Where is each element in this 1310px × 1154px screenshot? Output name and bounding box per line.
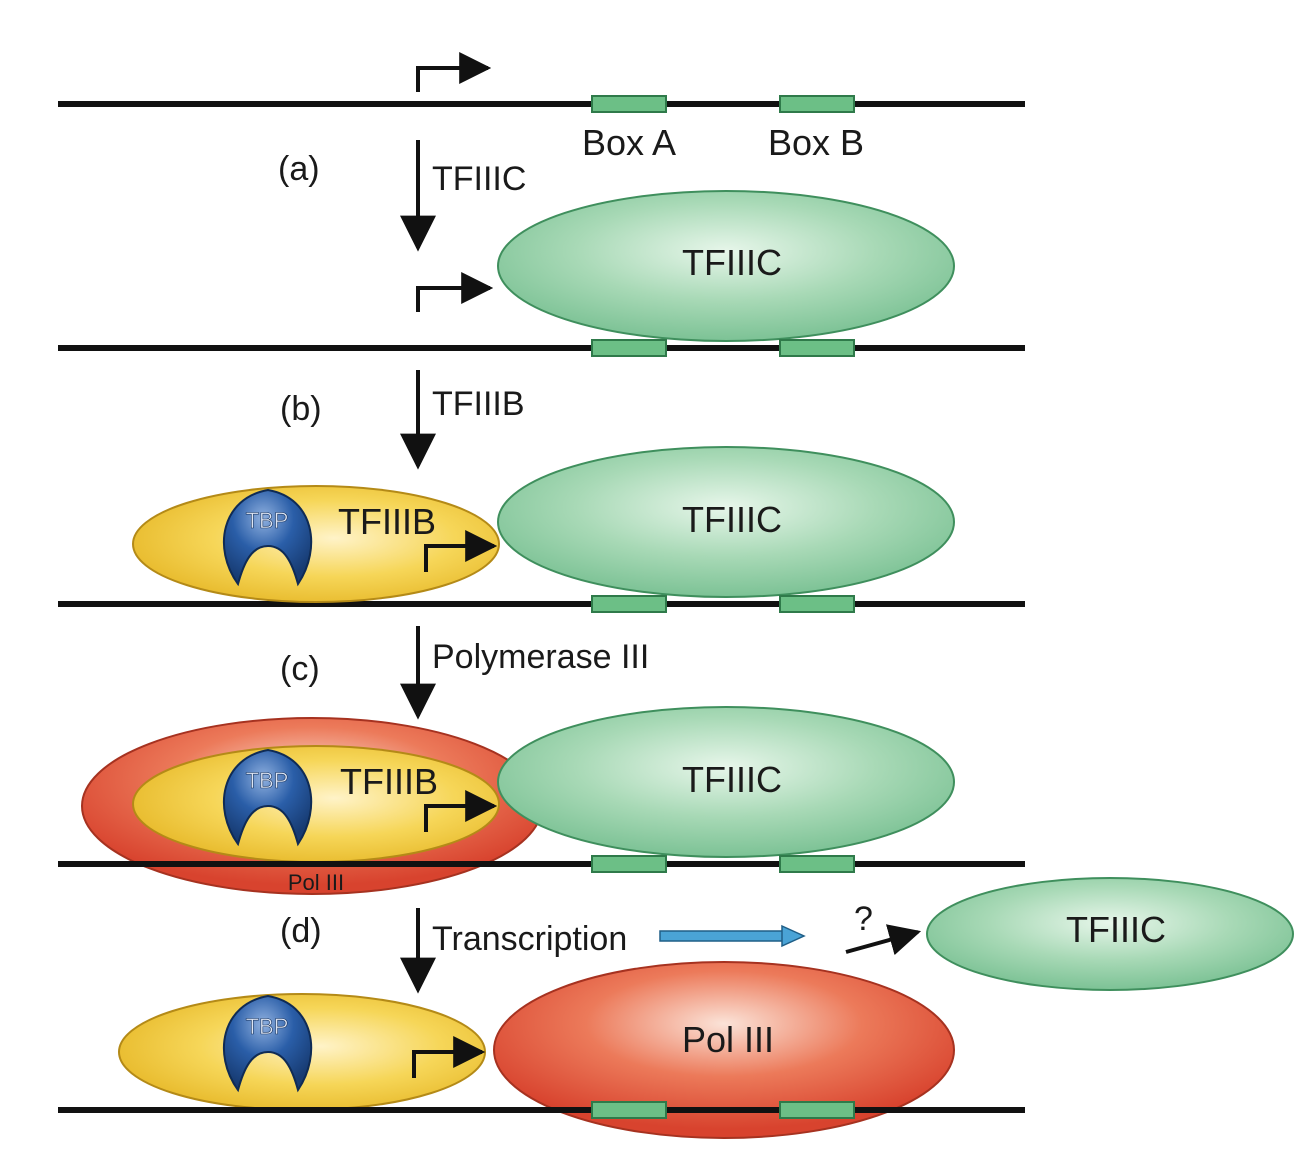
released-tfiiic-complex — [926, 877, 1294, 991]
tfiiic-complex — [497, 190, 955, 342]
tbp-label: TBP — [246, 768, 289, 793]
row-2-tfiiib-recruited: TBP TFIIIB TFIIIC — [58, 446, 1025, 613]
box-a-label: Box A — [582, 122, 676, 163]
tbp-label: TBP — [246, 508, 289, 533]
transcription-arrow-icon — [659, 924, 806, 948]
step-a-factor: TFIIIC — [432, 160, 526, 198]
tss-arrow-icon — [412, 1036, 486, 1078]
box-a-element — [591, 339, 667, 357]
step-d-label: (d) — [280, 912, 322, 950]
released-tfiiic-label: TFIIIC — [1066, 909, 1166, 950]
pol3-complex — [493, 961, 955, 1139]
tfiiic-complex — [497, 706, 955, 858]
box-b-element — [779, 339, 855, 357]
pol3-small-label: Pol III — [288, 870, 344, 895]
box-b-element — [779, 95, 855, 113]
tfiiic-label: TFIIIC — [682, 759, 782, 800]
pol3-label: Pol III — [682, 1019, 774, 1060]
tss-arrow-icon — [424, 790, 498, 832]
box-b-element — [779, 595, 855, 613]
tbp-saddle-icon — [223, 994, 313, 1093]
tfiiic-label: TFIIIC — [682, 242, 782, 283]
box-a-element — [591, 95, 667, 113]
tfiiib-label: TFIIIB — [338, 501, 436, 542]
tfiiic-release: ? TFIIIC — [845, 877, 1294, 991]
tfiiic-label: TFIIIC — [682, 499, 782, 540]
row-4-transcribing: TBP Pol III — [58, 961, 1025, 1139]
box-b-label: Box B — [768, 122, 864, 163]
box-b-element — [779, 1101, 855, 1119]
tfiiic-complex — [497, 446, 955, 598]
step-d-factor: Transcription — [432, 920, 627, 958]
box-a-element — [591, 595, 667, 613]
step-b-label: (b) — [280, 390, 322, 428]
step-b-factor: TFIIIB — [432, 385, 525, 423]
row-1-tfiiic-bound: TFIIIC — [58, 190, 1025, 357]
tbp-saddle-icon — [223, 748, 313, 847]
tbp-saddle-icon — [223, 488, 313, 587]
tbp-label: TBP — [246, 1014, 289, 1039]
box-a-element — [591, 1101, 667, 1119]
step-c-factor: Polymerase III — [432, 638, 649, 676]
box-a-element — [591, 855, 667, 873]
box-b-element — [779, 855, 855, 873]
tss-arrow-icon — [416, 272, 494, 312]
tss-arrow-icon — [416, 52, 492, 92]
tfiiib-complex — [132, 485, 500, 603]
release-question-mark: ? — [854, 900, 873, 938]
tfiiib-label: TFIIIB — [340, 761, 438, 802]
step-c-label: (c) — [280, 650, 320, 688]
tss-arrow-icon — [424, 530, 498, 572]
step-a-label: (a) — [278, 150, 320, 188]
row-3-pol3-recruited: TBP TFIIIB TFIIIC Pol III — [58, 706, 1025, 895]
row-0-bare-promoter: Box A Box B — [58, 52, 1025, 163]
release-arrow-icon — [845, 924, 922, 956]
